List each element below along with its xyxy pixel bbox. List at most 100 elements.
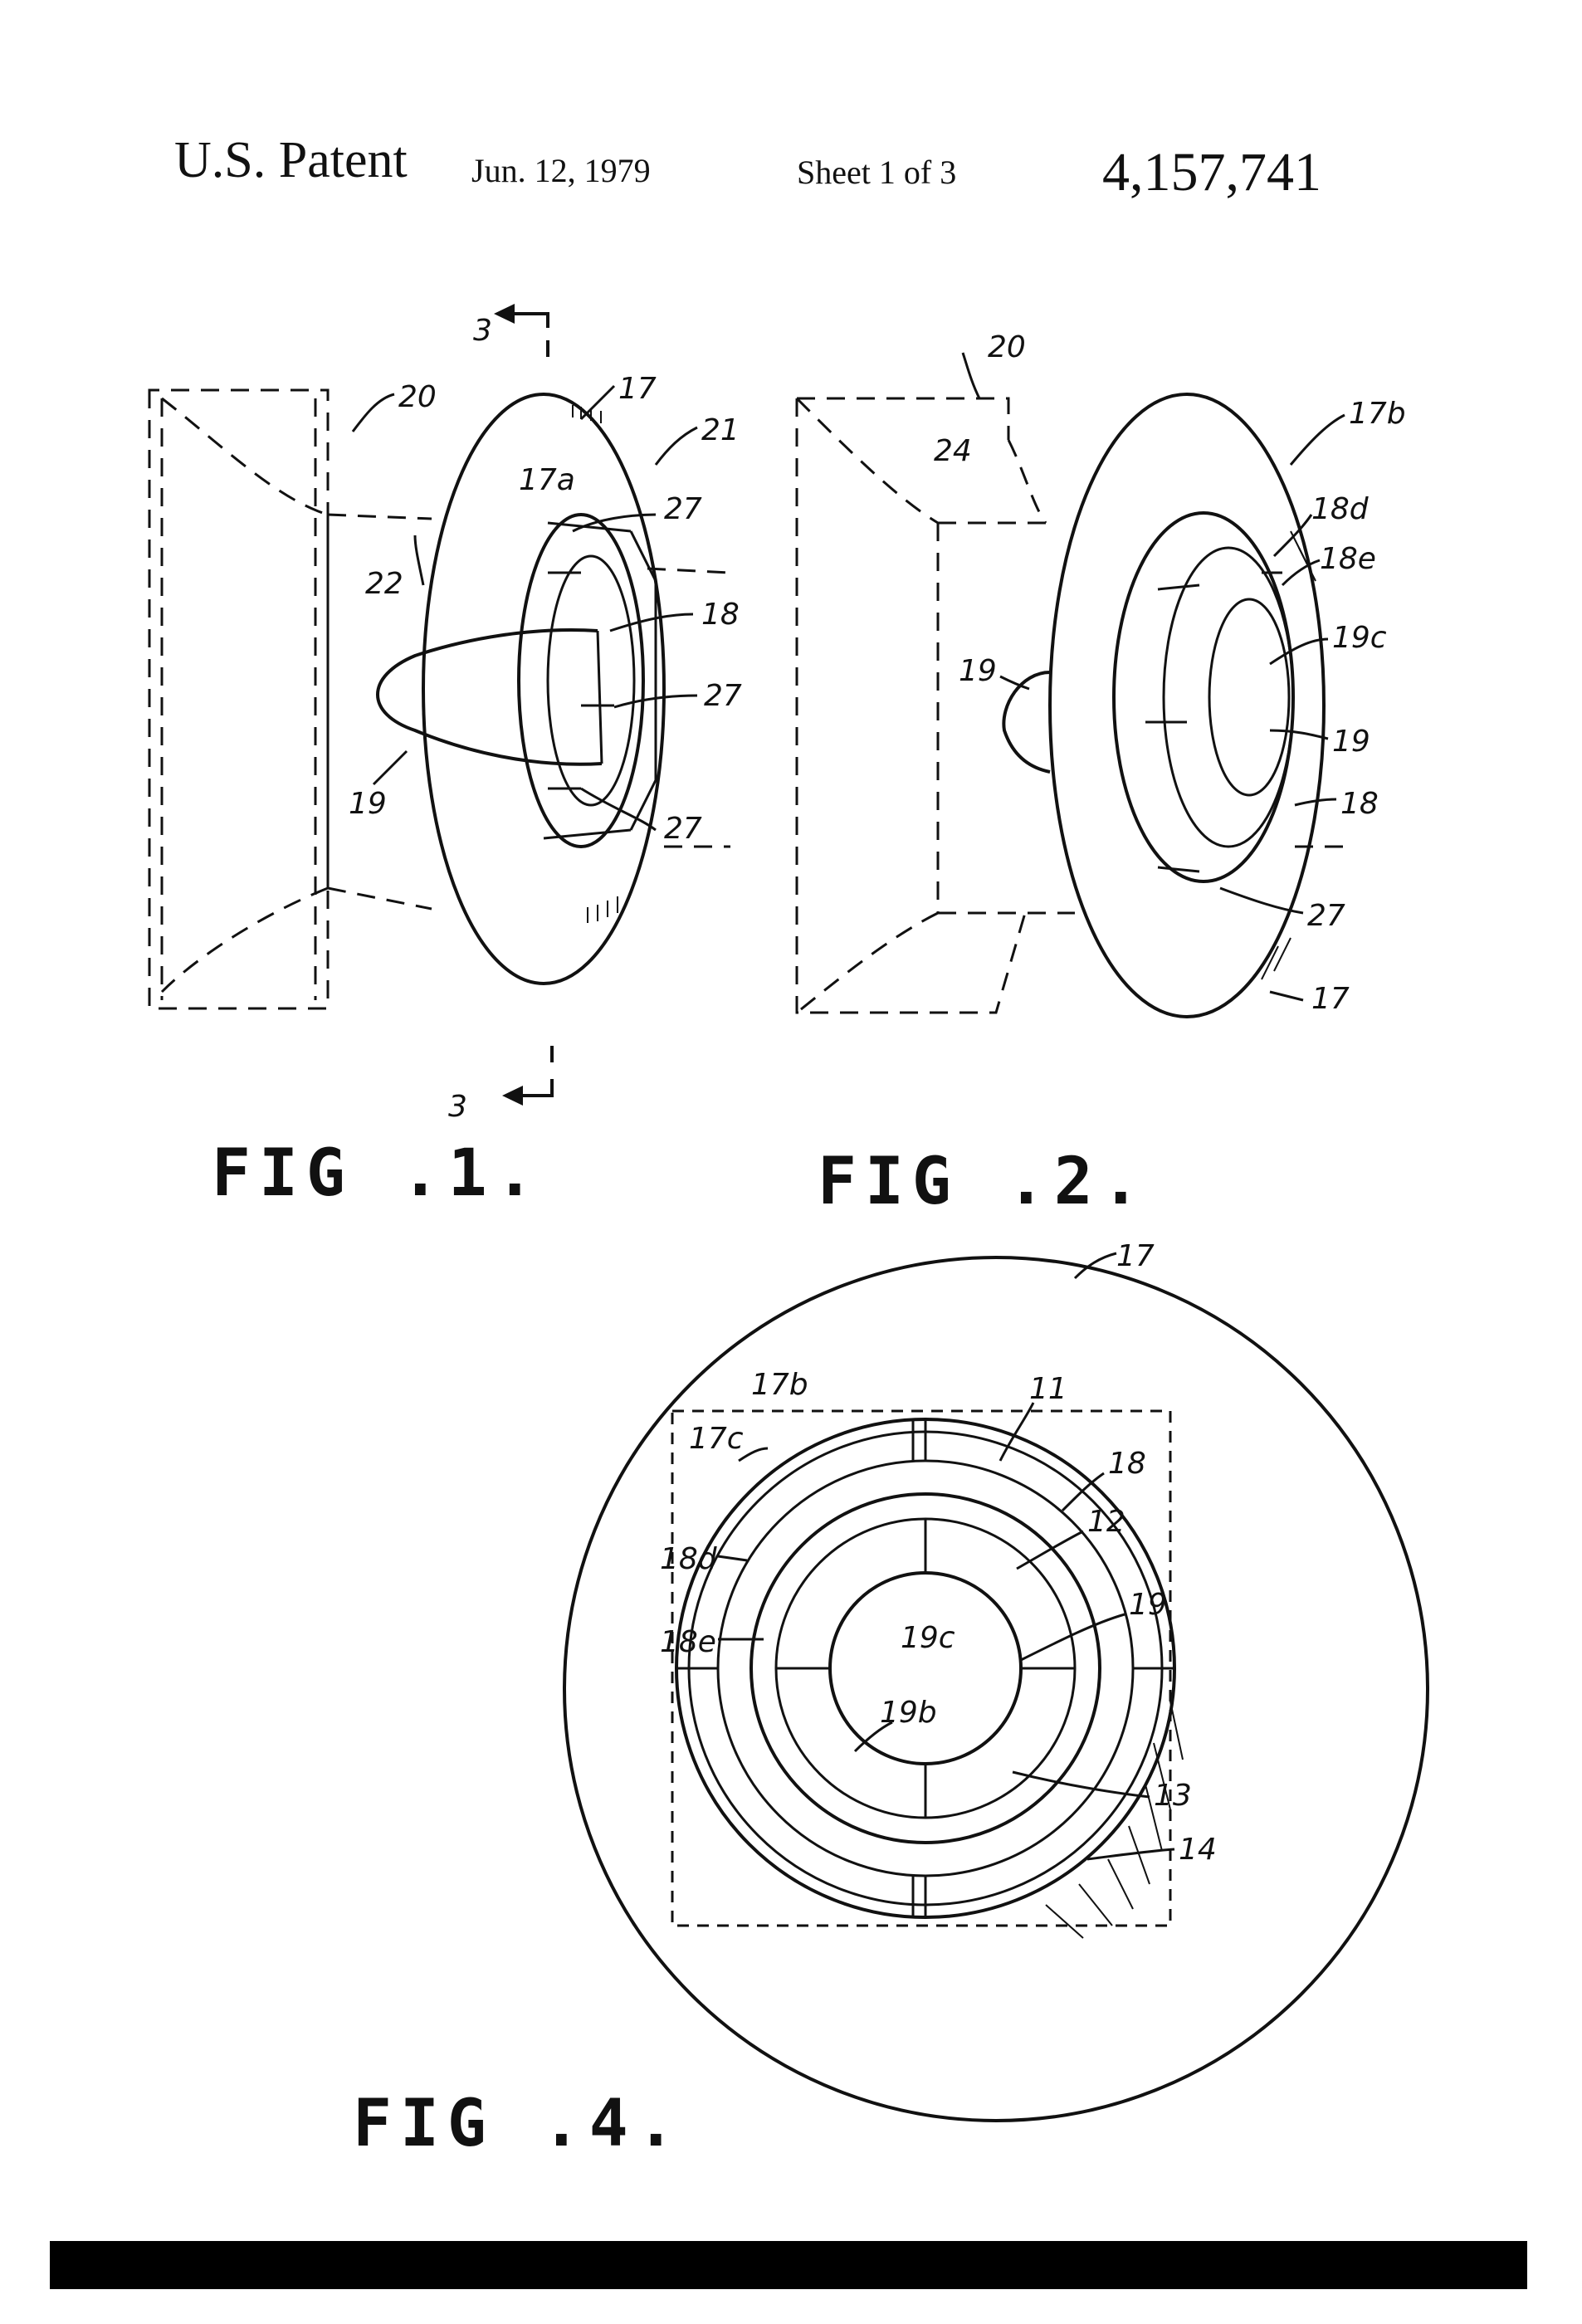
ref-19-fig2: 19 <box>1332 725 1370 759</box>
section-mark-bottom <box>506 1046 554 1097</box>
leader-18d-fig4 <box>717 1555 748 1562</box>
ref-27b: 27 <box>704 679 742 713</box>
ref-17: 17 <box>618 372 657 406</box>
leader-27-fig2 <box>1219 886 1304 915</box>
leader-22 <box>413 535 425 586</box>
fig4-ring-12 <box>749 1492 1101 1844</box>
ref-24: 24 <box>934 434 972 468</box>
fig2-ribs <box>1145 571 1282 873</box>
ref-20-fig2: 20 <box>988 330 1026 364</box>
ref-17b-fig4: 17b <box>751 1368 808 1402</box>
fig2-ring-outer <box>1112 511 1295 883</box>
patent-title: U.S. Patent <box>174 132 408 188</box>
ref-section-3-top: 3 <box>473 314 492 348</box>
leader-17c <box>738 1447 769 1462</box>
fig1-bullet <box>376 628 603 766</box>
leader-27a <box>572 513 657 533</box>
fig2-bullet-face <box>1208 598 1291 797</box>
fig1-caption: FIG .1. <box>212 1136 543 1211</box>
fig1-ribs <box>548 571 614 790</box>
fig2-dashed-curves <box>795 397 1353 1014</box>
leader-17 <box>579 384 616 421</box>
leader-17-fig2 <box>1269 990 1304 1002</box>
patent-date: Jun. 12, 1979 <box>471 152 651 189</box>
ref-18e-fig4: 18e <box>660 1625 716 1659</box>
fig2-caption: FIG .2. <box>818 1145 1149 1219</box>
section-arrow-top <box>494 304 515 324</box>
fig2-ring-mid <box>1162 546 1295 848</box>
ref-11: 11 <box>1029 1372 1067 1406</box>
ref-19: 19 <box>349 787 387 821</box>
leader-14 <box>1086 1848 1175 1861</box>
fig1-hatching <box>572 405 618 923</box>
ref-18d: 18d <box>1311 492 1370 526</box>
fig4-radial-ribs <box>676 1419 1174 1917</box>
leader-12 <box>1016 1530 1084 1570</box>
bottom-scan-bar <box>50 2241 1527 2289</box>
ref-19-fig4: 19 <box>1129 1588 1167 1622</box>
leader-18 <box>609 613 694 632</box>
ref-18d-fig4: 18d <box>660 1542 718 1576</box>
leader-20 <box>351 393 395 432</box>
leader-19c <box>1269 637 1329 666</box>
fig4-hatching <box>1045 1701 1184 1939</box>
ref-27-fig2: 27 <box>1307 899 1345 933</box>
figure-4: 17 17b 11 17c 18 12 18d 19 18e 19c 19b 1… <box>353 1239 1429 2161</box>
fig1-ring-side <box>543 521 657 840</box>
ref-27c: 27 <box>664 812 702 846</box>
ref-14: 14 <box>1179 1833 1217 1867</box>
leader-19-side <box>999 675 1030 691</box>
fig2-flange <box>1048 393 1326 1018</box>
fig1-bullet-base <box>596 630 603 764</box>
sheet-indicator: Sheet 1 of 3 <box>797 154 957 191</box>
fig1-flange <box>422 393 666 985</box>
fig1-dashed-right <box>647 567 731 848</box>
figure-2: 20 24 17b 18d 18e 19c 19 19 18 27 17 FIG… <box>795 330 1406 1219</box>
fig1-dashed-curves <box>160 397 432 994</box>
leader-20-fig2 <box>961 352 981 399</box>
leader-27b <box>613 694 698 709</box>
ref-18-fig2: 18 <box>1340 787 1379 821</box>
ref-19c: 19c <box>1332 621 1387 655</box>
ref-17-fig2: 17 <box>1311 982 1350 1016</box>
ref-19c-fig4: 19c <box>901 1621 955 1655</box>
ref-18-fig4: 18 <box>1108 1447 1146 1481</box>
fig2-bullet <box>1002 671 1051 774</box>
ref-27a: 27 <box>664 492 702 526</box>
figure-1: 3 3 20 17 21 17a 27 22 18 27 19 27 FIG .… <box>148 304 742 1211</box>
ref-17c: 17c <box>689 1422 744 1456</box>
leader-18-fig4 <box>1061 1472 1105 1512</box>
fig1-dashed-box <box>148 388 330 1010</box>
ref-19-side: 19 <box>959 654 997 688</box>
section-arrow-bottom <box>502 1086 523 1106</box>
ref-22: 22 <box>365 567 403 601</box>
fig1-ring-outer <box>517 513 645 848</box>
leader-17b <box>1289 413 1345 466</box>
fig4-dashed-square <box>671 1409 1172 1927</box>
ref-19b: 19b <box>880 1696 937 1730</box>
ref-17-fig4: 17 <box>1116 1239 1155 1273</box>
patent-number: 4,157,741 <box>1102 142 1321 203</box>
leader-13 <box>1012 1770 1150 1799</box>
leader-17-fig4 <box>1073 1252 1117 1280</box>
leader-18d <box>1272 514 1313 558</box>
ref-17b: 17b <box>1349 397 1406 431</box>
leader-19b <box>853 1721 893 1753</box>
leader-11 <box>999 1402 1035 1462</box>
fig4-bullet-19c <box>828 1571 1023 1765</box>
leader-18e <box>1281 559 1321 587</box>
leader-19-fig2 <box>1269 729 1329 740</box>
ref-section-3-bottom: 3 <box>448 1090 467 1124</box>
ref-18: 18 <box>701 598 740 632</box>
fig4-caption: FIG .4. <box>353 2087 684 2161</box>
fig4-ring-outer-2 <box>687 1430 1164 1907</box>
leader-21 <box>654 426 698 466</box>
fig1-ring-inner <box>546 554 636 807</box>
ref-20: 20 <box>398 380 437 414</box>
ref-12: 12 <box>1087 1505 1125 1539</box>
fig4-outer-flange <box>563 1256 1429 2122</box>
leader-18-fig2 <box>1294 798 1337 807</box>
ref-17a: 17a <box>519 463 575 497</box>
leader-27c <box>580 787 657 832</box>
